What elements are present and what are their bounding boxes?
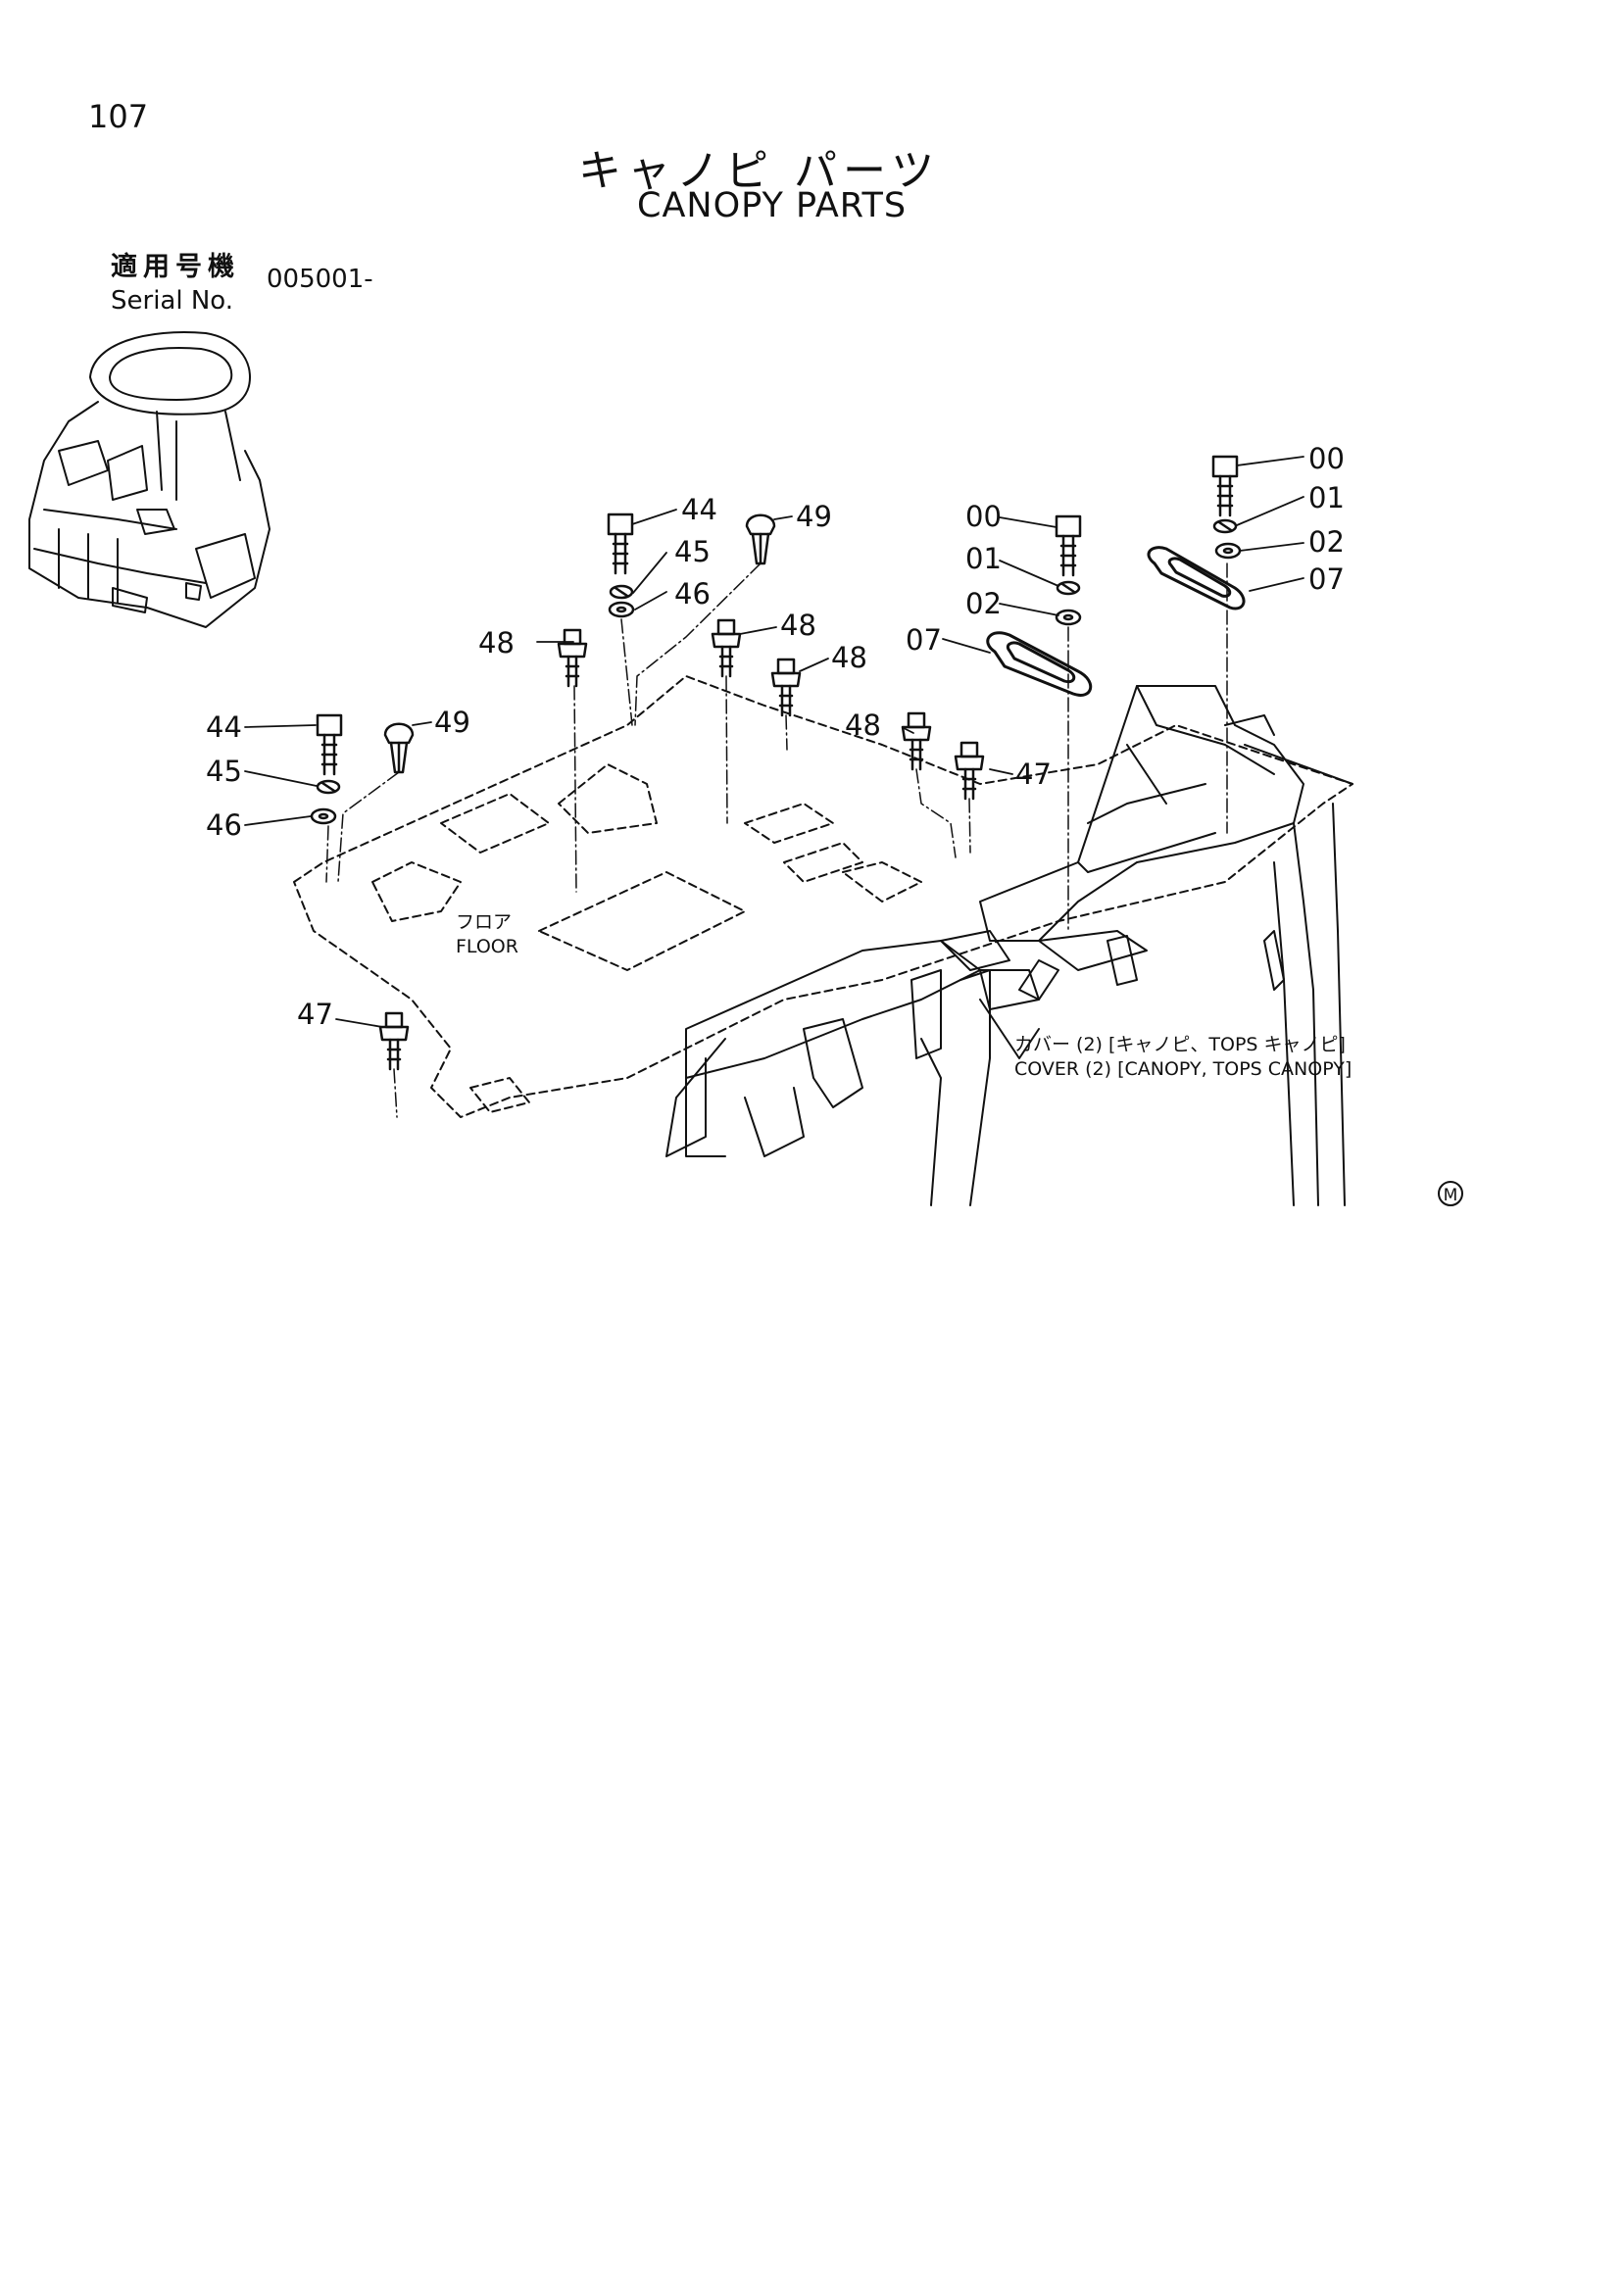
lock-washer-icon — [316, 518, 1238, 795]
callout-49-top: 49 — [796, 500, 832, 533]
cover-label-en: COVER (2) [CANOPY, TOPS CANOPY] — [1014, 1058, 1352, 1080]
callout-07-right: 07 — [1308, 562, 1345, 596]
plain-washer-icon — [310, 542, 1242, 825]
callout-45-left: 45 — [206, 755, 242, 788]
callout-49-left: 49 — [434, 706, 470, 739]
cover-label-jp: カバー (2) [キャノピ、TOPS キャノピ] — [1014, 1034, 1346, 1055]
page-title-en: CANOPY PARTS — [637, 186, 908, 225]
callout-02-mid: 02 — [965, 587, 1002, 620]
floor-label-jp: フロア — [456, 911, 512, 933]
callout-46-top: 46 — [674, 577, 711, 611]
gasket-left — [986, 631, 1093, 697]
clip-icon — [383, 513, 776, 774]
callout-48-b: 48 — [780, 609, 816, 642]
callout-44-left: 44 — [206, 710, 242, 744]
serial-label-jp: 適用号機 — [111, 252, 240, 282]
leader-lines — [244, 456, 1304, 1028]
machine-thumbnail — [28, 331, 270, 628]
model-mark: M — [1438, 1181, 1463, 1206]
callout-47-right: 47 — [1015, 757, 1052, 791]
frame-structure — [665, 685, 1353, 1206]
serial-number: 005001- — [267, 265, 373, 294]
model-mark-letter: M — [1444, 1186, 1458, 1205]
page-number: 107 — [88, 98, 149, 135]
callout-48-c: 48 — [831, 641, 867, 674]
flange-bolt-icon — [378, 618, 985, 1071]
callout-labels: 44 45 46 49 48 48 48 48 44 45 46 49 47 4… — [206, 442, 1345, 1031]
callout-45-top: 45 — [674, 535, 711, 568]
callout-01-mid: 01 — [965, 542, 1002, 575]
assembly-lines — [325, 562, 1228, 1118]
callout-46-left: 46 — [206, 808, 242, 842]
page-title-jp: キャノピ パーツ — [578, 146, 941, 196]
bolt-icon — [316, 455, 1239, 776]
gasket-right — [1147, 546, 1246, 611]
floor-plate — [293, 675, 1353, 1118]
callout-44-top: 44 — [681, 493, 717, 526]
callout-48-d: 48 — [845, 708, 881, 742]
callout-47-left: 47 — [297, 998, 333, 1031]
part-notes: フロア FLOOR カバー (2) [キャノピ、TOPS キャノピ] COVER… — [456, 911, 1352, 1080]
floor-label-en: FLOOR — [456, 936, 518, 957]
callout-02-right: 02 — [1308, 525, 1345, 559]
callout-00-mid: 00 — [965, 500, 1002, 533]
callout-48-a: 48 — [478, 626, 515, 659]
serial-label-en: Serial No. — [111, 286, 233, 316]
callout-00-right: 00 — [1308, 442, 1345, 475]
callout-01-right: 01 — [1308, 481, 1345, 514]
callout-07-mid: 07 — [906, 623, 942, 657]
